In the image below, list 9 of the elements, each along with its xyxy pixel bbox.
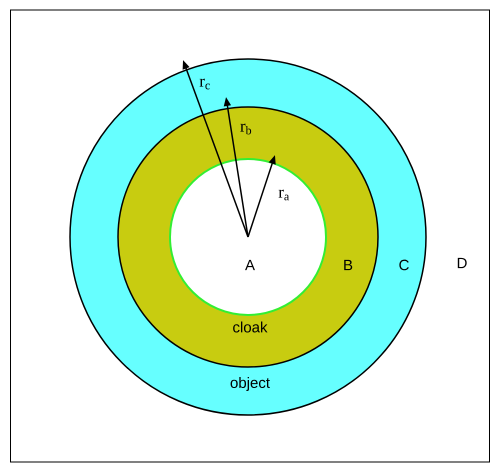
region-label: C <box>399 260 409 270</box>
region-label: D <box>458 258 467 268</box>
region-label: A <box>245 260 255 270</box>
region-label: cloak <box>233 321 268 332</box>
radius-label: r$_{a}$ <box>278 190 290 200</box>
region-label: B <box>344 260 352 270</box>
radius-label: r$_{b}$ <box>240 124 252 134</box>
region-label: object <box>230 377 270 391</box>
radius-label: r$_{c}$ <box>200 78 210 90</box>
